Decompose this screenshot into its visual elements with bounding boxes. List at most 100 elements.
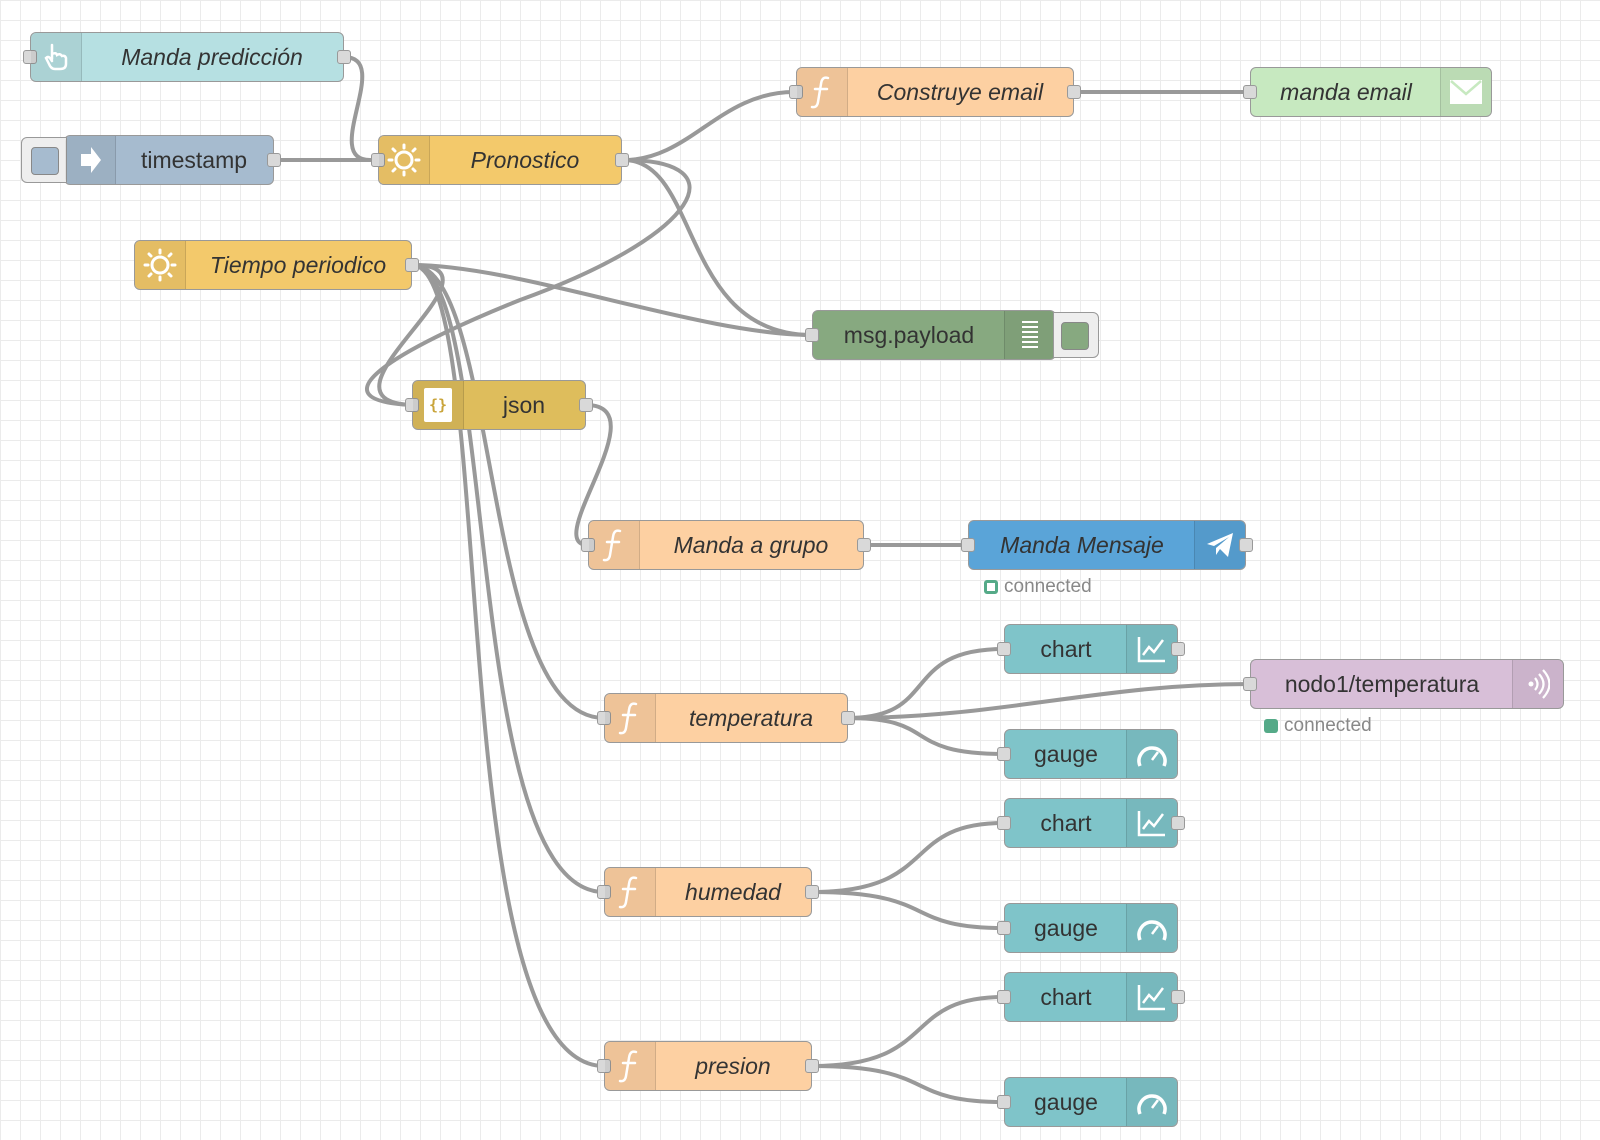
node-manda-email[interactable]: manda email <box>1243 67 1492 117</box>
output-port[interactable] <box>1239 538 1253 552</box>
node-gauge-presion[interactable]: gauge <box>997 1077 1178 1127</box>
node-mqtt-out[interactable]: nodo1/temperatura <box>1243 659 1564 709</box>
sun-icon <box>379 136 430 184</box>
output-port[interactable] <box>805 885 819 899</box>
wire <box>810 995 1006 1068</box>
wire <box>410 263 606 894</box>
input-port[interactable] <box>997 642 1011 656</box>
wire <box>810 1064 1006 1104</box>
input-port[interactable] <box>789 85 803 99</box>
node-gauge-humedad[interactable]: gauge <box>997 903 1178 953</box>
output-port[interactable] <box>841 711 855 725</box>
envelope-icon <box>1440 68 1491 116</box>
node-label: Manda a grupo <box>673 531 829 558</box>
node-tiempo-periodico[interactable]: Tiempo periodico <box>134 240 419 290</box>
wire <box>846 647 1006 720</box>
input-port[interactable] <box>597 885 611 899</box>
input-port[interactable] <box>597 1059 611 1073</box>
node-label: timestamp <box>140 146 248 173</box>
input-port[interactable] <box>23 50 37 64</box>
wire <box>846 716 1006 756</box>
node-chart-presion[interactable]: chart <box>997 972 1185 1022</box>
node-label: gauge <box>1034 740 1098 767</box>
output-port[interactable] <box>267 153 281 167</box>
node-temperatura[interactable]: temperatura <box>597 693 855 743</box>
node-chart-temperatura[interactable]: chart <box>997 624 1185 674</box>
input-port[interactable] <box>581 538 595 552</box>
output-port[interactable] <box>1171 990 1185 1004</box>
node-status: connected <box>1264 715 1372 737</box>
status-ring-icon <box>984 580 998 594</box>
output-port[interactable] <box>579 398 593 412</box>
wire <box>810 821 1006 894</box>
node-label: Manda Mensaje <box>1000 531 1164 558</box>
node-timestamp[interactable]: timestamp <box>21 135 281 185</box>
node-presion[interactable]: presion <box>597 1041 819 1091</box>
node-humedad[interactable]: humedad <box>597 867 819 917</box>
wifi-signal-icon <box>1512 660 1563 708</box>
output-port[interactable] <box>1171 642 1185 656</box>
node-construye-email[interactable]: Construye email <box>789 67 1081 117</box>
node-gauge-temperatura[interactable]: gauge <box>997 729 1178 779</box>
node-label: Construye email <box>876 78 1044 105</box>
output-port[interactable] <box>337 50 351 64</box>
json-icon: {} <box>413 381 464 429</box>
input-port[interactable] <box>371 153 385 167</box>
input-port[interactable] <box>997 921 1011 935</box>
inject-button[interactable] <box>21 137 67 183</box>
output-port[interactable] <box>405 258 419 272</box>
debug-toggle-button[interactable] <box>1053 312 1099 358</box>
node-manda-a-grupo[interactable]: Manda a grupo <box>581 520 871 570</box>
output-port[interactable] <box>615 153 629 167</box>
output-port[interactable] <box>857 538 871 552</box>
output-port[interactable] <box>805 1059 819 1073</box>
wire <box>574 403 613 547</box>
input-port[interactable] <box>997 816 1011 830</box>
status-dot-icon <box>1264 719 1278 733</box>
output-port[interactable] <box>1171 816 1185 830</box>
input-port[interactable] <box>597 711 611 725</box>
node-json[interactable]: {} json <box>405 380 593 430</box>
input-port[interactable] <box>997 747 1011 761</box>
node-label: chart <box>1040 809 1092 836</box>
node-manda-prediccion[interactable]: Manda predicción <box>23 32 351 82</box>
node-label: temperatura <box>688 704 813 731</box>
hand-pointer-icon <box>31 33 82 81</box>
wire <box>365 158 692 407</box>
output-port[interactable] <box>1067 85 1081 99</box>
wire <box>410 263 606 1068</box>
node-label: gauge <box>1034 1088 1098 1115</box>
input-port[interactable] <box>997 1095 1011 1109</box>
node-chart-humedad[interactable]: chart <box>997 798 1185 848</box>
node-label: chart <box>1040 983 1092 1010</box>
input-port[interactable] <box>997 990 1011 1004</box>
function-icon <box>605 1042 656 1090</box>
node-pronostico[interactable]: Pronostico <box>371 135 629 185</box>
function-icon <box>589 521 640 569</box>
node-label: json <box>502 391 546 418</box>
node-label: chart <box>1040 635 1092 662</box>
gauge-icon <box>1126 1078 1177 1126</box>
node-msg-payload[interactable]: msg.payload <box>805 310 1099 360</box>
node-label: gauge <box>1034 914 1098 941</box>
function-icon <box>605 868 656 916</box>
chart-icon <box>1126 973 1177 1021</box>
gauge-icon <box>1126 904 1177 952</box>
node-label: Manda predicción <box>121 43 303 70</box>
input-port[interactable] <box>961 538 975 552</box>
node-label: presion <box>695 1052 771 1079</box>
status-text: connected <box>1284 715 1372 736</box>
chart-icon <box>1126 799 1177 847</box>
input-port[interactable] <box>1243 85 1257 99</box>
input-port[interactable] <box>1243 677 1257 691</box>
node-manda-mensaje[interactable]: Manda Mensaje <box>961 520 1253 570</box>
input-port[interactable] <box>405 398 419 412</box>
input-port[interactable] <box>805 328 819 342</box>
arrow-right-icon <box>65 136 116 184</box>
function-icon <box>797 68 848 116</box>
list-icon <box>1004 311 1055 359</box>
wire <box>342 55 372 162</box>
wire <box>410 263 606 720</box>
wire <box>846 682 1252 720</box>
node-label: Pronostico <box>470 146 580 173</box>
